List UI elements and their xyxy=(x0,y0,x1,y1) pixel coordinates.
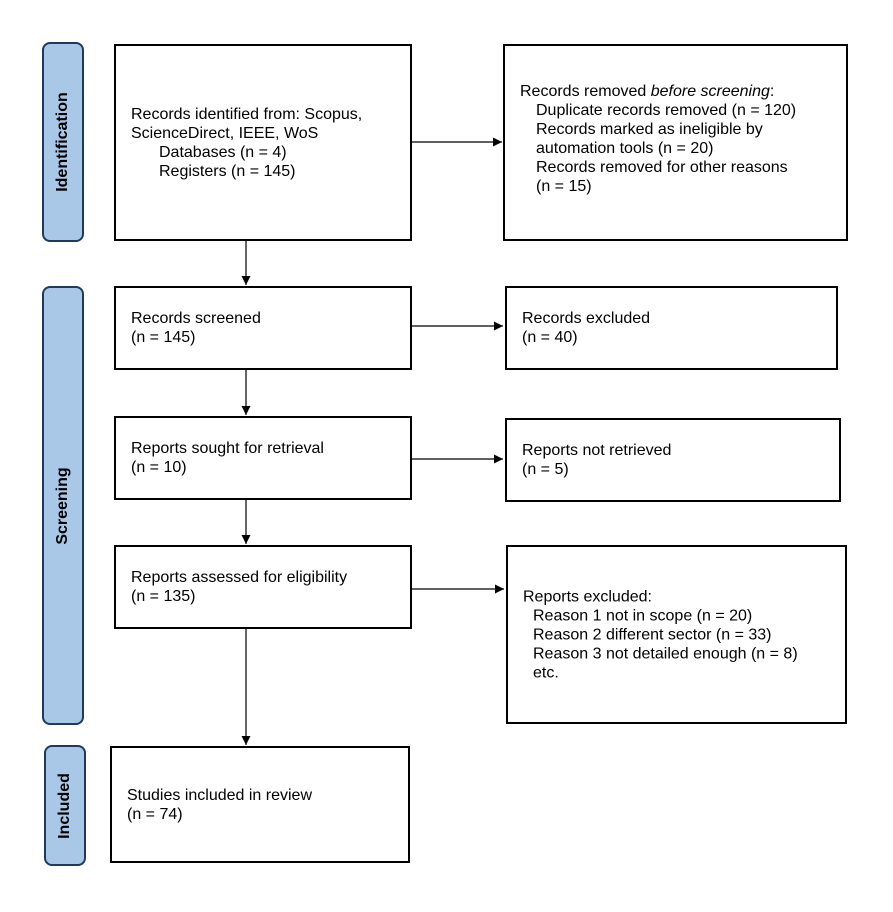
not-retrieved-label: Reports not retrieved xyxy=(522,442,672,459)
reports-excluded-reason-3: Reason 3 not detailed enough (n = 8) xyxy=(533,645,798,662)
assessed-count: (n = 135) xyxy=(131,588,196,605)
removed-duplicates: Duplicate records removed (n = 120) xyxy=(536,102,797,119)
records-removed-box: Records removed before screening: Duplic… xyxy=(503,44,848,241)
studies-included-box: Studies included in review (n = 74) xyxy=(110,746,410,863)
identified-line-2: ScienceDirect, IEEE, WoS xyxy=(131,124,319,142)
removed-title: Records removed before screening: xyxy=(520,83,775,100)
phase-screening: Screening xyxy=(42,286,84,725)
included-count: (n = 74) xyxy=(127,805,183,823)
not-retrieved-count: (n = 5) xyxy=(522,461,569,478)
identified-line-1: Records identified from: Scopus, xyxy=(131,105,363,123)
screened-label: Records screened xyxy=(131,310,261,327)
removed-other-2: (n = 15) xyxy=(536,178,592,195)
reports-assessed-box: Reports assessed for eligibility (n = 13… xyxy=(114,545,412,629)
records-screened-box: Records screened (n = 145) xyxy=(114,286,412,370)
reports-sought-box: Reports sought for retrieval (n = 10) xyxy=(114,416,412,500)
sought-count: (n = 10) xyxy=(131,459,187,476)
included-label: Studies included in review xyxy=(127,786,312,804)
reports-excluded-etc: etc. xyxy=(533,664,559,681)
reports-not-retrieved-box: Reports not retrieved (n = 5) xyxy=(505,418,841,502)
sought-label: Reports sought for retrieval xyxy=(131,440,324,457)
excluded-count: (n = 40) xyxy=(522,329,578,346)
identified-databases: Databases (n = 4) xyxy=(159,143,287,161)
removed-ineligible-1: Records marked as ineligible by xyxy=(536,121,763,138)
phase-identification: Identification xyxy=(42,42,84,242)
excluded-label: Records excluded xyxy=(522,310,651,327)
identified-registers: Registers (n = 145) xyxy=(159,162,296,180)
screened-count: (n = 145) xyxy=(131,329,196,346)
removed-other-1: Records removed for other reasons xyxy=(536,159,788,176)
records-identified-box: Records identified from: Scopus, Science… xyxy=(114,44,412,241)
removed-ineligible-2: automation tools (n = 20) xyxy=(536,140,714,157)
reports-excluded-reason-1: Reason 1 not in scope (n = 20) xyxy=(533,607,753,624)
assessed-label: Reports assessed for eligibility xyxy=(131,569,348,586)
reports-excluded-title: Reports excluded: xyxy=(523,588,652,605)
reports-excluded-reason-2: Reason 2 different sector (n = 33) xyxy=(533,626,772,643)
phase-included: Included xyxy=(44,745,86,866)
records-excluded-box: Records excluded (n = 40) xyxy=(505,286,838,370)
reports-excluded-box: Reports excluded: Reason 1 not in scope … xyxy=(506,545,847,724)
